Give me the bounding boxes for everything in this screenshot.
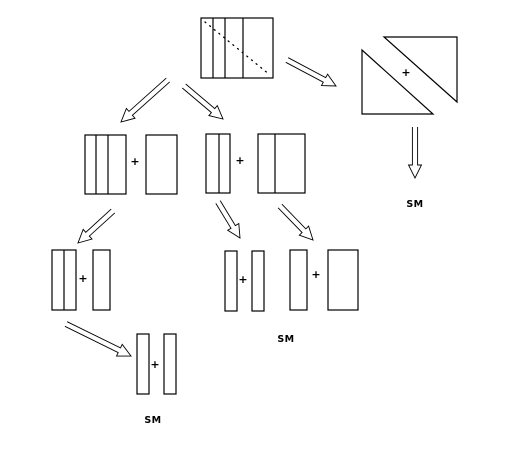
- level2-right-split: +: [289, 249, 359, 311]
- level1-right-block: [205, 133, 231, 194]
- level1-right-split: +: [205, 133, 306, 194]
- arrow-to-level3: [64, 321, 132, 357]
- level1-left-block: [84, 134, 127, 195]
- source-matrix-outline: [200, 17, 274, 79]
- level1-left-remainder: [145, 134, 178, 195]
- level2-left-plus: +: [78, 272, 87, 285]
- level2-right-block: [289, 249, 308, 311]
- arrow-down-triangles: [407, 127, 423, 180]
- level1-left-split: +: [84, 134, 178, 195]
- arrow-to-level1-left: [120, 77, 171, 123]
- arrow-to-level2-middle: [215, 200, 241, 239]
- lower-triangle: [361, 48, 435, 115]
- level1-right-plus: +: [235, 154, 244, 167]
- level1-left-plus: +: [130, 155, 139, 168]
- arrow-to-level1-right: [182, 83, 224, 120]
- level2-middle-split: + SM: [224, 250, 294, 345]
- level3-bottom-block-2: [163, 333, 177, 395]
- source-matrix-diagonal: [204, 21, 271, 76]
- arrows: [64, 57, 423, 357]
- triangle-plus: +: [401, 66, 410, 79]
- level3-bottom-plus: +: [150, 358, 159, 371]
- upper-triangle: [382, 36, 458, 104]
- level2-left-split: +: [51, 249, 111, 311]
- level2-middle-block-2: [251, 250, 265, 312]
- sm-label-top-right: SM: [406, 199, 423, 210]
- level2-right-remainder: [327, 249, 359, 311]
- level2-left-remainder: [92, 249, 111, 311]
- source-matrix: [200, 17, 274, 79]
- arrow-to-triangles: [285, 57, 337, 87]
- level2-right-plus: +: [311, 268, 320, 281]
- level2-middle-plus: +: [238, 273, 247, 286]
- triangle-pair: + SM: [361, 36, 458, 210]
- arrow-to-level2-right: [277, 203, 314, 241]
- level1-right-remainder: [257, 133, 306, 194]
- level3-bottom-split: + SM: [136, 333, 177, 426]
- level3-bottom-block-1: [136, 333, 150, 395]
- arrow-to-level2-left: [77, 208, 116, 244]
- level2-middle-block-1: [224, 250, 238, 312]
- sm-label-middle: SM: [277, 334, 294, 345]
- sm-label-bottom: SM: [144, 415, 161, 426]
